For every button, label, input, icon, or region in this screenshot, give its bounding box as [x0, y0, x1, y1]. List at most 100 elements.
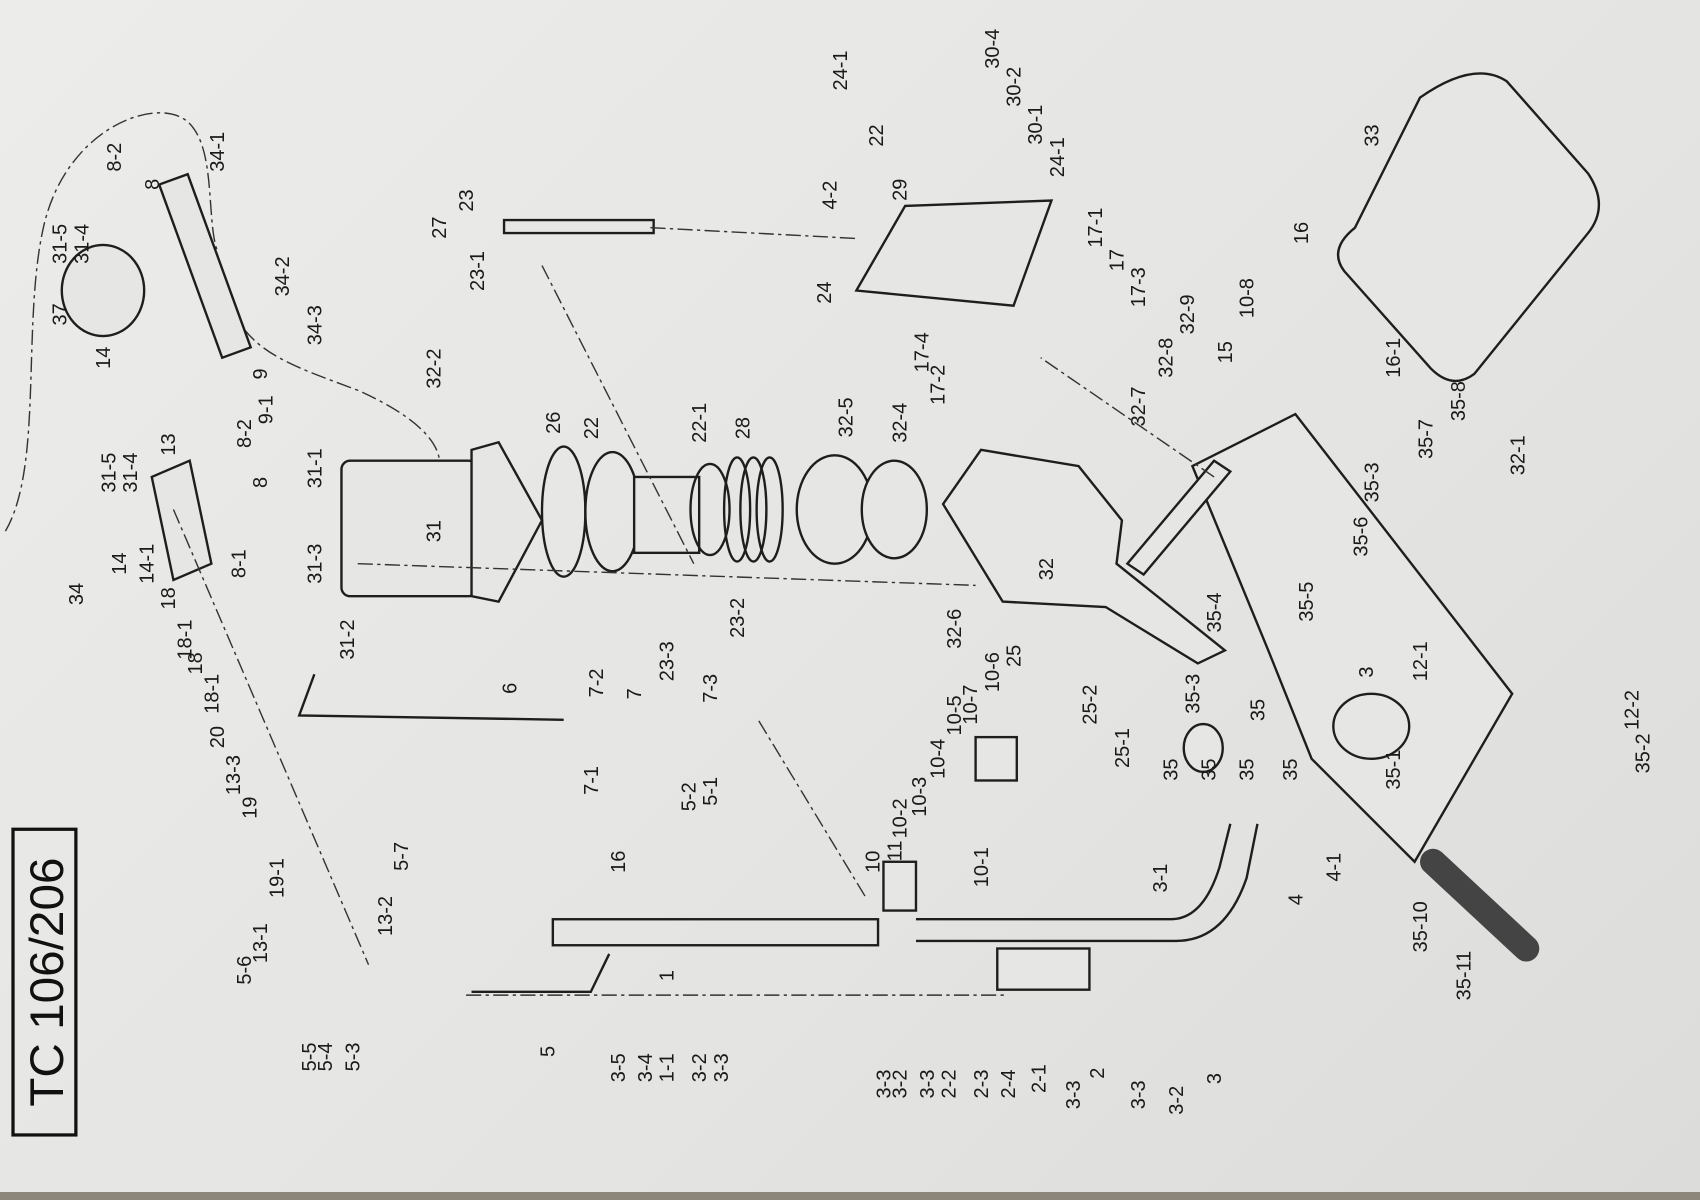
part-label: 17: [1107, 249, 1129, 271]
part-label: 3-1: [1150, 864, 1172, 893]
part-label: 5-1: [700, 777, 722, 806]
bracket-part: [854, 199, 1054, 307]
part-label: 24: [814, 282, 836, 304]
part-label: 5-7: [391, 842, 413, 871]
assembly-boundary: [4, 112, 441, 532]
part-label: 35: [1199, 759, 1221, 781]
photo-edge: [0, 1192, 1700, 1200]
part-label: 35: [1161, 759, 1183, 781]
part-label: 3: [1356, 667, 1378, 678]
piston-part: [584, 450, 641, 573]
part-label: 10-5: [944, 695, 966, 735]
part-label: 25: [1004, 645, 1026, 667]
part-label: 5: [537, 1046, 559, 1057]
part-label: 7: [624, 688, 646, 699]
part-label: 3-4: [635, 1053, 657, 1082]
part-label: 15: [1215, 341, 1237, 363]
part-label: 17-2: [928, 365, 950, 405]
rail-part: [915, 823, 1259, 943]
tube-part: [297, 673, 564, 721]
part-label: 16-1: [1383, 338, 1405, 378]
part-label: 14-1: [136, 544, 158, 584]
block10-part: [882, 860, 918, 912]
block2-part: [996, 947, 1091, 991]
part-label: 18: [185, 652, 207, 674]
part-label: 31: [424, 520, 446, 542]
housing-part: [941, 448, 1228, 665]
part-label: 8: [142, 179, 164, 190]
part-label: 6: [499, 683, 521, 694]
part-label: 2: [1087, 1068, 1109, 1079]
part-label: 8: [250, 477, 272, 488]
part-label: 23-2: [727, 598, 749, 638]
base-plate-part: [1190, 412, 1514, 864]
part-label: 32-5: [836, 397, 858, 437]
rod-part: [502, 218, 655, 235]
part-label: 35-3: [1361, 462, 1383, 502]
part-label: 26: [543, 412, 565, 434]
part-label: 1: [657, 970, 679, 981]
part-label: 3-2: [689, 1053, 711, 1082]
part-label: 35-10: [1410, 901, 1432, 952]
part-label: 23: [456, 189, 478, 211]
slide-bar-part: [1125, 459, 1233, 577]
part-label: 30-2: [1004, 67, 1026, 107]
part-label: 16: [608, 851, 630, 873]
cylinder-part: [340, 459, 479, 598]
part-label: 35: [1247, 699, 1269, 721]
part-label: 18-1: [201, 674, 223, 714]
part-label: 3-3: [873, 1070, 895, 1099]
part-label: 31-5: [50, 224, 72, 264]
part-label: 19: [239, 796, 261, 818]
shaft-part: [157, 172, 253, 360]
part-label: 31-4: [71, 224, 93, 264]
part-label: 32-7: [1128, 386, 1150, 426]
part-label: 23-3: [657, 641, 679, 681]
part-label: 10-7: [960, 685, 982, 725]
part-label: 8-1: [228, 549, 250, 578]
part-label: 32-1: [1508, 435, 1530, 475]
part-label: 25-1: [1112, 728, 1134, 768]
part-label: 34-2: [272, 256, 294, 296]
part-label: 20: [207, 726, 229, 748]
upper-rail-part: [551, 918, 880, 947]
part-label: 7-3: [700, 674, 722, 703]
part-label: 35-4: [1204, 592, 1226, 632]
part-label: 28: [733, 417, 755, 439]
part-label: 9: [250, 368, 272, 379]
spring-part: [689, 462, 731, 557]
part-label: 16: [1291, 222, 1313, 244]
part-label: 34-3: [304, 305, 326, 345]
part-label: 3-3: [1063, 1080, 1085, 1109]
part-label: 3-3: [917, 1070, 939, 1099]
part-label: 11: [884, 841, 906, 862]
part-label: 22-1: [689, 403, 711, 443]
cap-part: [60, 243, 146, 338]
block-part: [150, 459, 213, 582]
part-label: 8-2: [104, 143, 126, 172]
part-label: 35-7: [1415, 419, 1437, 459]
part-label: 2-2: [939, 1070, 961, 1099]
knob-part: [1332, 692, 1411, 760]
collar-inner-part: [860, 459, 929, 560]
part-label: 35-6: [1350, 517, 1372, 557]
part-label: 10-1: [971, 847, 993, 887]
part-label: 31-1: [304, 448, 326, 488]
piston-rod-part: [632, 475, 701, 555]
part-label: 10-8: [1237, 278, 1259, 318]
part-label: 13: [158, 433, 180, 455]
part-label: 22: [866, 124, 888, 146]
coil-spring-part: [722, 456, 784, 563]
part-label: 10-4: [928, 739, 950, 779]
part-label: 12-1: [1410, 641, 1432, 681]
part-label: 10: [863, 851, 885, 873]
part-label: 24-1: [1047, 137, 1069, 177]
part-label: 7-2: [586, 668, 608, 697]
part-label: 4-2: [819, 181, 841, 210]
part-label: 3-5: [608, 1053, 630, 1082]
part-label: 3-2: [890, 1070, 912, 1099]
handle-part: [1336, 72, 1600, 383]
part-label: 22: [581, 417, 603, 439]
part-label: 35-1: [1383, 750, 1405, 790]
